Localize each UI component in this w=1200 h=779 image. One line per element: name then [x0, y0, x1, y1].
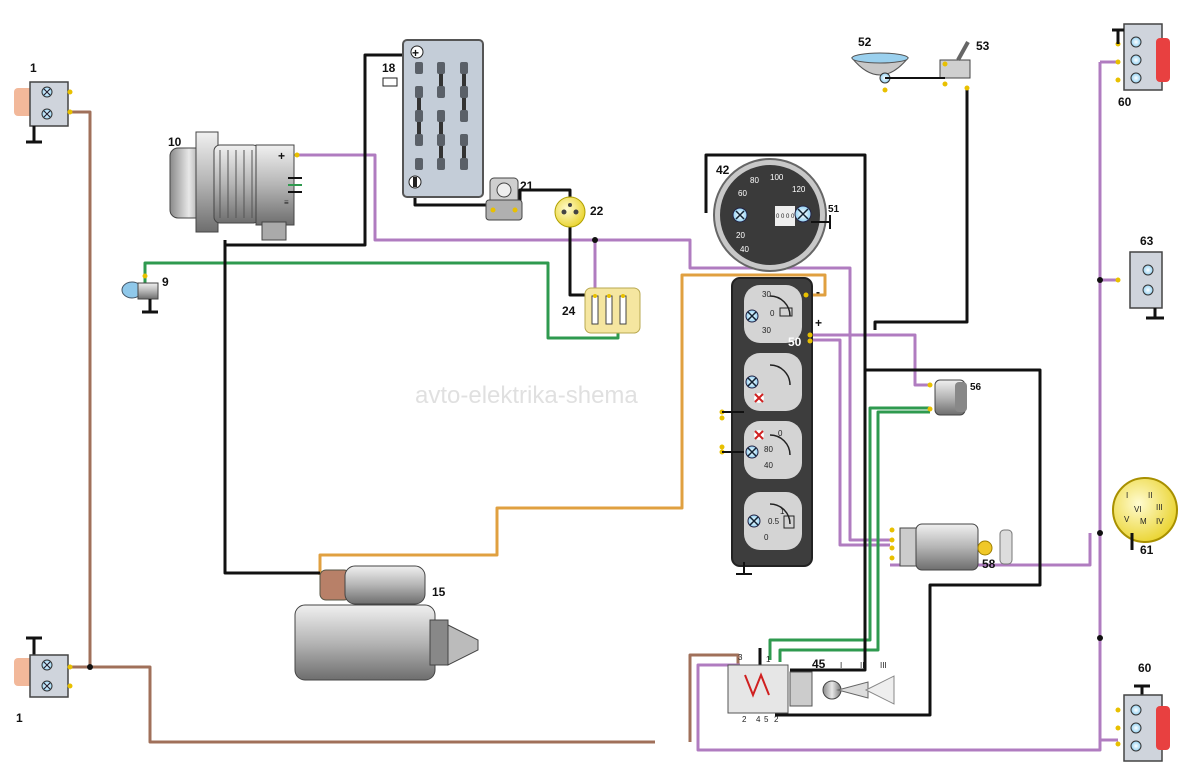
g3-tick-b: 0.5 — [768, 517, 780, 526]
battery-plus-label: + — [412, 46, 419, 60]
wires — [70, 53, 1118, 752]
label-relay-21: 21 — [520, 179, 534, 193]
label-starter: 15 — [432, 585, 446, 599]
label-switch-45: 45 — [812, 657, 826, 671]
sensor-9: 9 — [121, 273, 169, 314]
wire-orange — [318, 273, 827, 575]
label-battery: 18 — [382, 61, 396, 75]
sw61-pos-6: VI — [1134, 505, 1142, 514]
sw61-pos-m: M — [1140, 517, 1147, 526]
g2-tick-b: 80 — [764, 445, 773, 454]
sw45-pin-3: 3 — [738, 653, 743, 662]
instrument-cluster-50: 30 0 30 40 80 0 0 0.5 1 - — [719, 277, 822, 575]
relay-22: 22 — [554, 196, 604, 228]
odometer: 0 0 0 0 0 — [776, 214, 800, 220]
sw61-pos-4: IV — [1156, 517, 1164, 526]
regulator-24: 24 — [562, 287, 641, 334]
generator-10: + ≡ 10 — [168, 131, 302, 241]
rear-lamp-bottom: 60 — [1115, 661, 1170, 762]
sw45-pos-3: III — [880, 661, 887, 670]
sw61-pos-2: II — [1148, 491, 1152, 500]
label-central-switch: 61 — [1140, 543, 1154, 557]
sw45-pos-1: I — [840, 661, 842, 670]
g3-tick-a: 0 — [764, 533, 769, 542]
label-rear-lamp-bottom: 60 — [1138, 661, 1152, 675]
speedometer-42: 20 40 60 80 100 120 0 0 0 0 0 42 51 — [713, 158, 840, 272]
label-ignition-switch: 58 — [982, 557, 996, 571]
starter-15: 15 — [294, 565, 479, 681]
sw45-pin-2b: 2 — [774, 715, 779, 724]
speedo-tick-20: 20 — [736, 231, 745, 240]
label-side-lamp: 63 — [1140, 234, 1154, 248]
label-sensor-9: 9 — [162, 275, 169, 289]
sw61-pos-1: I — [1126, 491, 1128, 500]
relay-56: 56 — [927, 379, 982, 416]
central-switch-61: I II III IV V VI M 61 — [1112, 477, 1178, 557]
speedo-tick-120: 120 — [792, 185, 806, 194]
label-instrument-cluster: 50 — [788, 335, 802, 349]
g1-tick-c: 30 — [762, 326, 771, 335]
sw61-pos-3: III — [1156, 503, 1163, 512]
cluster-minus: - — [816, 285, 820, 299]
label-headlight-left-top: 1 — [30, 61, 37, 75]
g1-tick-b: 0 — [770, 309, 775, 318]
battery-18: + 18 — [382, 39, 484, 198]
g2-tick-c: 0 — [778, 429, 783, 438]
ignition-switch-58: 58 — [889, 523, 1013, 571]
headlight-left-top: 1 — [14, 61, 73, 144]
label-generator: 10 — [168, 135, 182, 149]
speedo-tick-80: 80 — [750, 176, 759, 185]
switch-45: 3 1 2 4 5 2 I II III 45 — [727, 653, 895, 724]
speedo-tick-40: 40 — [740, 245, 749, 254]
label-speedometer: 42 — [716, 163, 730, 177]
sw45-pin-2: 2 — [742, 715, 747, 724]
label-regulator: 24 — [562, 304, 576, 318]
generator-ground-label: ≡ — [284, 198, 289, 207]
lamp-52: 52 — [850, 35, 910, 93]
sw45-pin-5: 5 — [764, 715, 769, 724]
sw45-pin-1: 1 — [766, 655, 771, 664]
watermark: avto-elektrika-shema — [415, 382, 638, 409]
speedo-tick-60: 60 — [738, 189, 747, 198]
label-relay-22: 22 — [590, 204, 604, 218]
sw45-pos-2: II — [860, 661, 864, 670]
relay-21: 21 — [485, 177, 534, 221]
g1-tick-a: 30 — [762, 290, 771, 299]
sw61-pos-5: V — [1124, 515, 1130, 524]
junction-dots — [87, 237, 1103, 670]
wire-green — [143, 261, 930, 662]
label-relay-56: 56 — [970, 382, 982, 393]
label-switch-53: 53 — [976, 39, 990, 53]
wire-violet — [295, 60, 1118, 752]
g2-tick-a: 40 — [764, 461, 773, 470]
wire-black — [223, 53, 1042, 717]
speedo-tick-100: 100 — [770, 173, 784, 182]
wire-brown — [70, 110, 740, 744]
label-lamp-51: 51 — [828, 204, 840, 215]
label-headlight-left-bottom: 1 — [16, 711, 23, 725]
g3-tick-c: 1 — [780, 507, 785, 516]
cluster-plus: + — [815, 316, 822, 330]
label-rear-lamp-top: 60 — [1118, 95, 1132, 109]
rear-lamp-top: 60 — [1112, 23, 1170, 109]
side-lamp-63: 63 — [1115, 234, 1164, 320]
generator-plus-label: + — [278, 149, 285, 163]
headlight-left-bottom: 1 — [14, 636, 73, 725]
label-lamp-52: 52 — [858, 35, 872, 49]
sw45-pin-4: 4 — [756, 715, 761, 724]
switch-53: 53 — [885, 39, 990, 91]
